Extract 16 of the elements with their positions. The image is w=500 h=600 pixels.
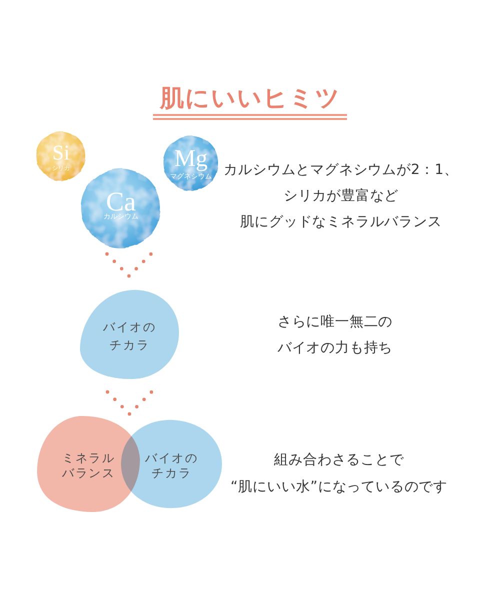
dotted-chevron [105, 252, 153, 278]
blob-label: ミネラルバランス [60, 451, 116, 481]
blob-shape [78, 289, 180, 380]
description-text: カルシウムとマグネシウムが2：1、シリカが豊富など肌にグッドなミネラルバランス [224, 161, 458, 232]
watercolor-circle [162, 134, 220, 192]
description-text: さらに唯一無二のバイオの力も持ち [277, 313, 393, 358]
element-symbol: Si [52, 142, 70, 164]
dotted-chevron [106, 390, 154, 416]
element-symbol: Mg [174, 147, 208, 171]
watercolor-circle [35, 130, 87, 182]
title: 肌にいいヒミツ [153, 83, 347, 120]
blob-label: バイオのチカラ [144, 451, 198, 481]
description-text: 組み合わさることで“肌にいい水”になっているのです [230, 451, 448, 497]
blob-label: バイオのチカラ [102, 319, 156, 354]
watercolor-circle [79, 166, 163, 250]
blob-shape [119, 419, 223, 509]
